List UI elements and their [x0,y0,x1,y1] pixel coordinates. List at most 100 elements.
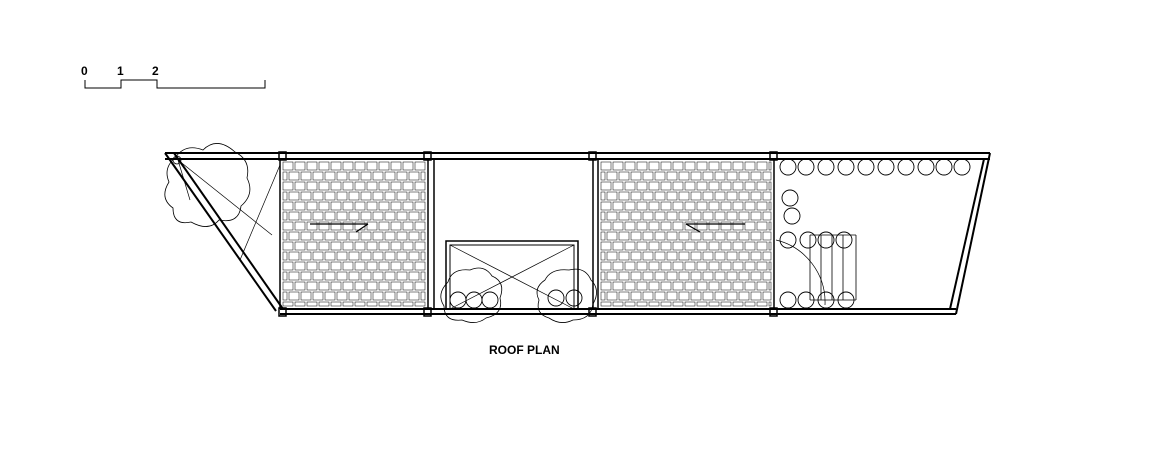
roof-tile [708,301,720,307]
roof-tile [402,161,414,171]
roof-tile [762,211,772,221]
shrub [565,289,583,307]
roof-tile [684,221,696,231]
roof-tile [648,261,660,271]
roof-tile [354,261,366,271]
roof-tile [306,161,318,171]
roof-tile [696,201,708,211]
roof-tile [708,261,720,271]
slope-arrows [310,223,745,233]
roof-tile [606,251,618,261]
roof-tile [678,251,690,261]
roof-tile [624,221,636,231]
roof-tile [690,191,702,201]
roof-tile [414,301,426,307]
roof-tile [678,231,690,241]
roof-tile [750,251,762,261]
roof-tile [702,291,714,301]
roof-tile [354,281,366,291]
roof-tile [342,161,354,171]
roof-tile [672,241,684,251]
roof-tile [624,241,636,251]
roof-tile [720,201,732,211]
roof-tile [324,191,336,201]
roof-tile [372,211,384,221]
roof-tile [708,201,720,211]
roof-tile [744,221,756,231]
roof-tile [384,271,396,281]
roof-tile [768,161,772,171]
roof-tile [318,281,330,291]
roof-tile [630,271,642,281]
roof-tile [354,301,366,307]
roof-tile [648,301,660,307]
roof-tile [390,221,402,231]
roof-tile [714,271,726,281]
roof-tile [666,271,678,281]
roof-tile [414,161,426,171]
shrub [781,189,799,207]
roof-tile [696,281,708,291]
roof-tile [414,201,426,211]
roof-tile [294,241,306,251]
roof-tile [684,241,696,251]
plan-title: ROOF PLAN [489,343,560,357]
roof-tile [726,291,738,301]
roof-tile [354,161,366,171]
roof-tile [606,291,618,301]
roof-tile [600,281,612,291]
roof-tile [726,271,738,281]
roof-tile [390,301,402,307]
scale-label-0: 0 [81,64,88,78]
roof-tile [642,231,654,241]
roof-tile [318,201,330,211]
roof-tile [408,271,420,281]
roof-tile [672,181,684,191]
roof-tile [612,221,624,231]
scale-label-2: 2 [152,64,159,78]
roof-tile [726,211,738,221]
roof-tile [660,241,672,251]
roof-tile [636,281,648,291]
roof-tile [360,291,372,301]
roof-tile [336,251,348,261]
roof-tile [384,171,396,181]
roof-tile [756,221,768,231]
roof-tile [360,171,372,181]
roof-tile [288,251,300,261]
tree-canopy-mid-left [440,267,503,323]
roof-tile [360,271,372,281]
roof-tile [630,291,642,301]
roof-tile [396,191,408,201]
roof-tile [630,171,642,181]
roof-tile [318,261,330,271]
roof-tile [624,161,636,171]
roof-tile [366,301,378,307]
roof-tile [396,251,408,261]
roof-tile [636,301,648,307]
roof-tile [762,251,772,261]
roof-tile [750,271,762,281]
roof-tile [366,181,378,191]
roof-tile [282,201,294,211]
roof-tile [342,301,354,307]
roof-tile [648,201,660,211]
shrub [465,291,483,309]
roof-tile [660,181,672,191]
roof-tile [282,211,288,221]
roof-tile [324,231,336,241]
roof-tile [708,281,720,291]
roof-tile [654,171,666,181]
shrub [897,158,915,176]
roof-tile [408,211,420,221]
shrub [953,158,971,176]
roof-tile [372,271,384,281]
roof-tile [756,181,768,191]
roof-tile [702,191,714,201]
shrub [837,291,855,309]
roof-tile [720,181,732,191]
roof-tile [384,231,396,241]
roof-tile [732,161,744,171]
roof-tile [318,301,330,307]
roof-tile [768,241,772,251]
